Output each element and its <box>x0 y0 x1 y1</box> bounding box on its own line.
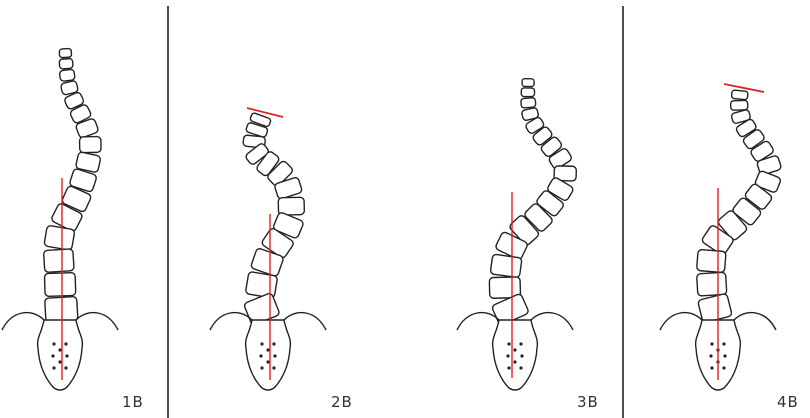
spine-illustration-3 <box>457 79 576 390</box>
sacral-foramen <box>710 342 713 345</box>
sacral-foramen <box>266 348 269 351</box>
sacral-foramen <box>519 342 522 345</box>
sacral-foramen <box>58 348 61 351</box>
vertebra <box>698 293 733 323</box>
panel-label-4b: 4B <box>777 393 799 411</box>
spine-illustration-4 <box>660 84 782 390</box>
panel-label-1b: 1B <box>122 393 144 411</box>
sacral-foramen <box>519 366 522 369</box>
sacral-foramen <box>722 342 725 345</box>
sacral-foramen <box>520 354 523 357</box>
sacral-foramen <box>64 366 67 369</box>
sacral-foramen <box>507 342 510 345</box>
sacral-foramen <box>513 360 516 363</box>
sacral-foramen <box>259 354 262 357</box>
sacral-foramen <box>64 342 67 345</box>
sacrum <box>246 320 291 390</box>
sacral-foramen <box>272 366 275 369</box>
vertebra <box>522 79 534 87</box>
vertebra <box>490 254 522 278</box>
sacral-foramen <box>507 366 510 369</box>
sacral-foramen <box>52 366 55 369</box>
sacral-foramen <box>723 354 726 357</box>
vertebra <box>521 98 536 109</box>
vertebra <box>59 58 73 69</box>
sacral-foramen <box>513 348 516 351</box>
sacral-foramen <box>273 354 276 357</box>
sacral-foramen <box>722 366 725 369</box>
vertebra <box>44 225 75 250</box>
sacrum <box>493 320 538 390</box>
vertebra <box>245 271 277 298</box>
vertebra <box>79 137 101 153</box>
panel-label-2b: 2B <box>331 393 353 411</box>
vertebra <box>44 273 75 297</box>
sacral-foramen <box>266 360 269 363</box>
sacral-foramen <box>52 342 55 345</box>
sacral-foramen <box>260 366 263 369</box>
sacrum <box>38 320 83 390</box>
vertebra <box>731 90 748 100</box>
sacral-foramen <box>272 342 275 345</box>
vertebra <box>59 69 75 81</box>
vertebra <box>697 272 727 296</box>
panel-label-3b: 3B <box>577 393 599 411</box>
sacral-foramen <box>51 354 54 357</box>
sacral-foramen <box>506 354 509 357</box>
vertebra <box>697 249 727 272</box>
sacral-foramen <box>65 354 68 357</box>
sacral-foramen <box>709 354 712 357</box>
sacral-foramen <box>260 342 263 345</box>
spine-illustration-2 <box>210 108 326 390</box>
vertebra <box>59 48 72 57</box>
vertebra <box>521 88 534 97</box>
vertebra <box>731 100 748 110</box>
vertebra <box>43 249 74 273</box>
sacral-foramen <box>58 360 61 363</box>
sacral-foramen <box>710 366 713 369</box>
spine-illustration-1 <box>2 48 118 390</box>
